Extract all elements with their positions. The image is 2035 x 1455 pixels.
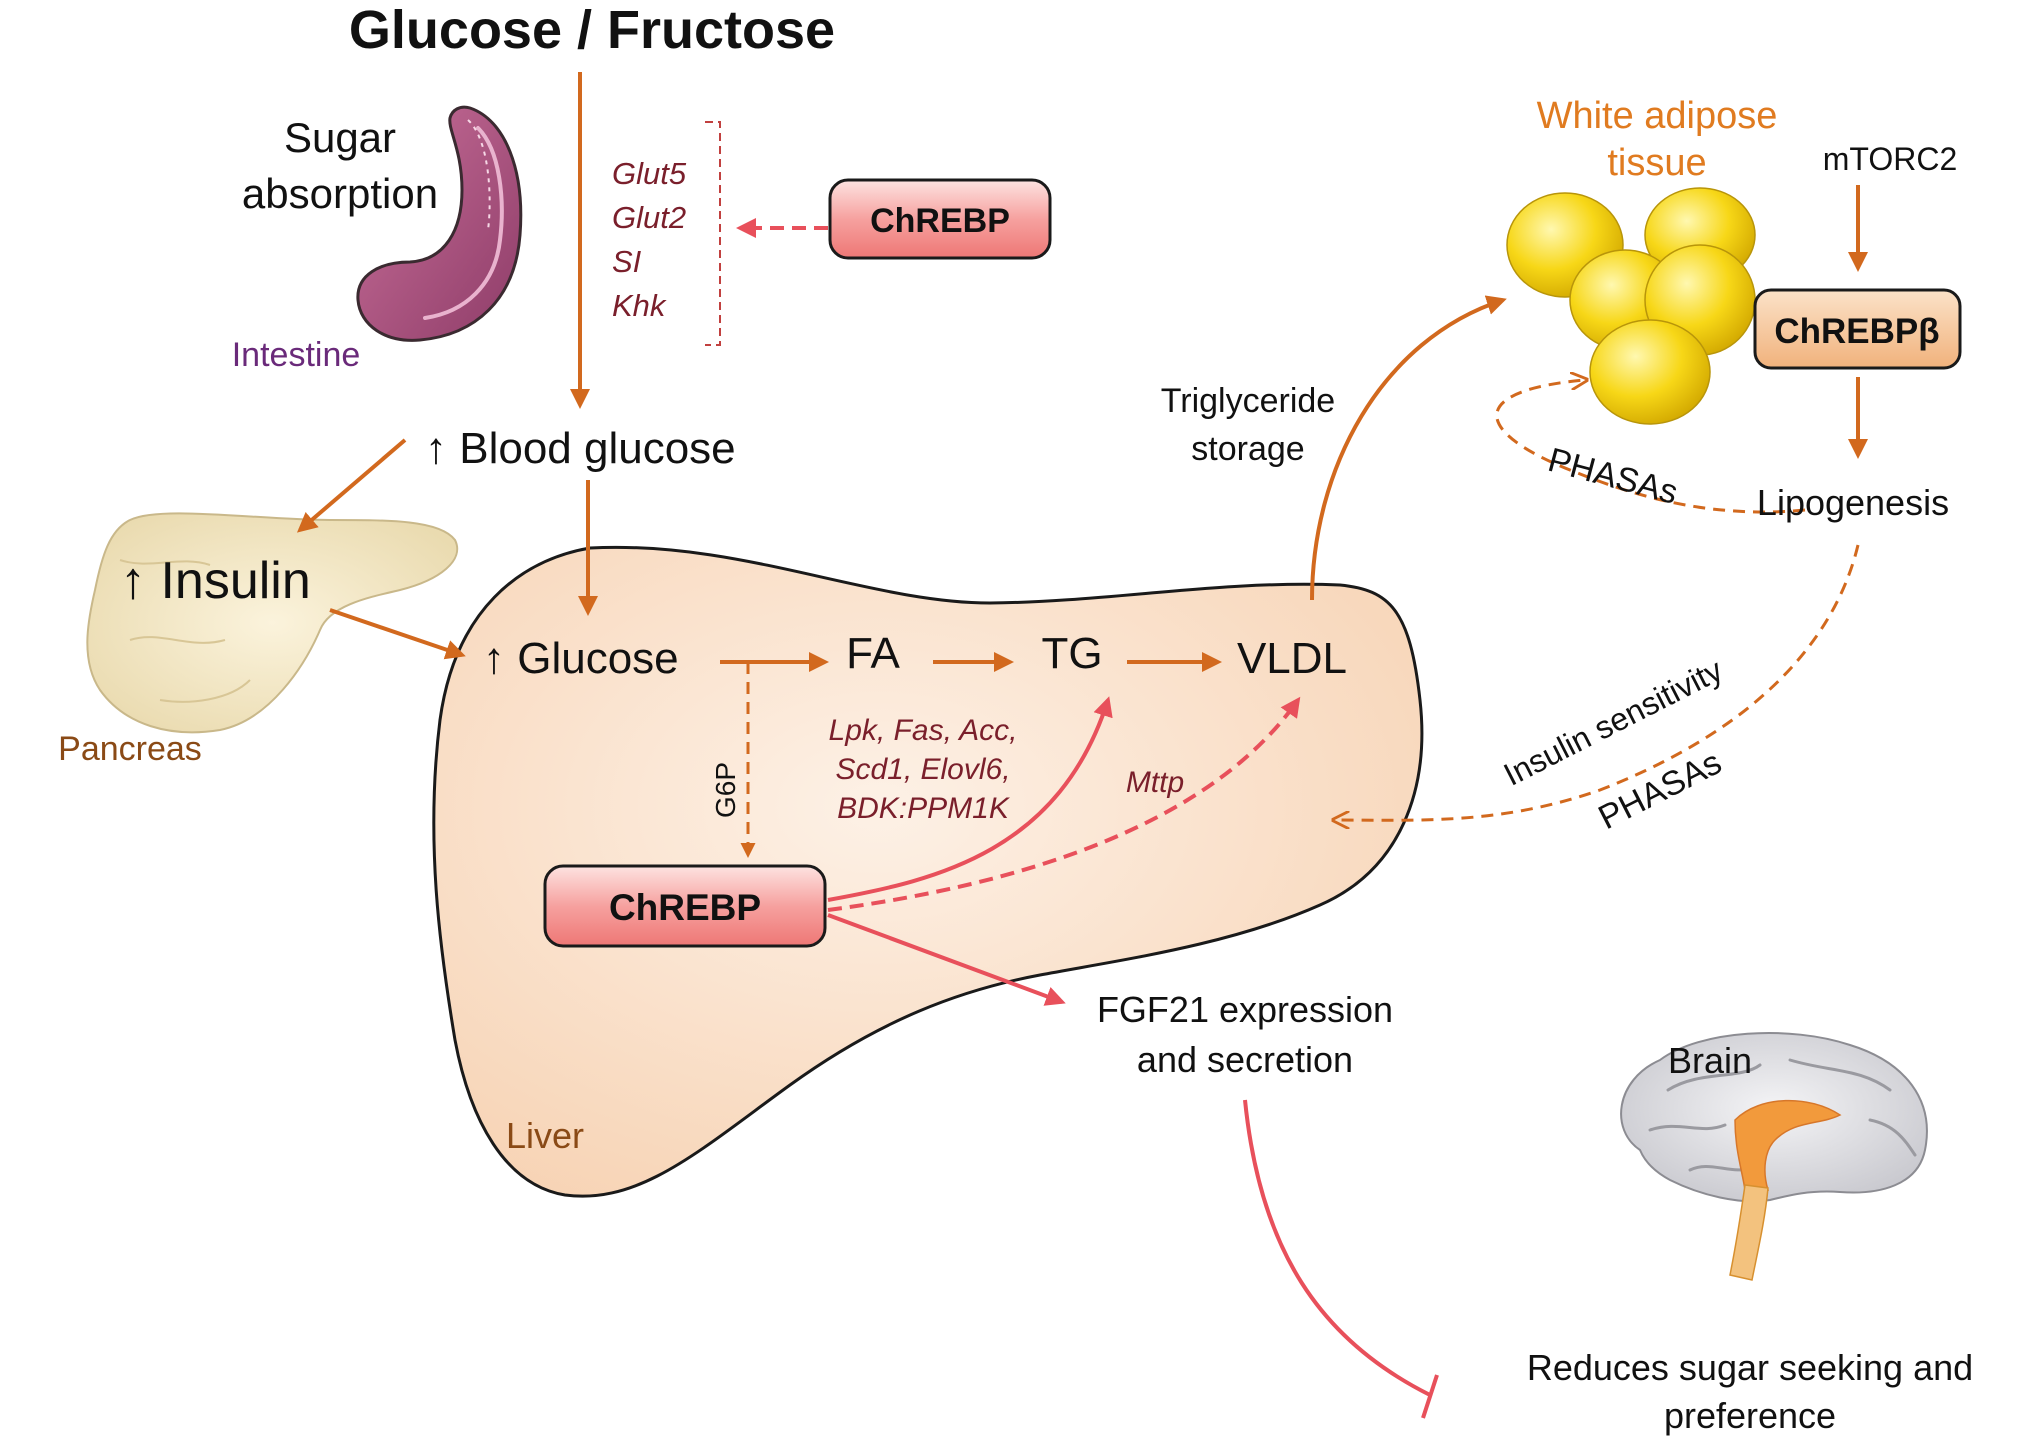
gene-khk: Khk: [612, 288, 667, 323]
chrebp-liver-box: ChREBP: [543, 864, 827, 948]
brain-illustration: [1620, 1032, 1928, 1281]
pancreas-illustration: [86, 512, 458, 734]
arrow-chrebp-to-tg: [827, 696, 1113, 902]
inhibition-fgf21-to-sugar-preference: [1243, 1099, 1431, 1397]
intestine-label: Intestine: [232, 336, 361, 374]
mttp-label: Mttp: [1126, 766, 1184, 799]
activation-arrows: [296, 72, 1868, 672]
inhibition-bar: [1421, 1374, 1439, 1419]
insulin-label: ↑ Insulin: [120, 552, 311, 610]
chrebp-arrows: [736, 218, 1439, 1419]
sugar-absorption-line1: Sugar: [284, 114, 396, 161]
fa-label: FA: [846, 629, 900, 678]
blood-glucose-label: ↑ Blood glucose: [425, 424, 736, 473]
gene-glut2: Glut2: [612, 200, 686, 235]
chrebp-intestine-box: ChREBP: [828, 178, 1052, 260]
intestine-illustration: [356, 105, 523, 342]
chrebp-liver-label: ChREBP: [609, 887, 761, 928]
white-adipose-line1: White adipose: [1537, 95, 1778, 137]
chrebp-beta-label: ChREBPβ: [1774, 312, 1939, 351]
g6p-label: G6P: [710, 762, 741, 818]
diagram-title: Glucose / Fructose: [349, 0, 835, 60]
vldl-label: VLDL: [1237, 634, 1347, 683]
gene-si: SI: [612, 244, 642, 279]
arrow-lipogenesis-to-adipose-phasas: [1495, 380, 1806, 514]
brain-label: Brain: [1668, 1040, 1752, 1081]
white-adipose-line2: tissue: [1607, 142, 1706, 184]
dashed-activation-arrows: [724, 380, 1860, 858]
phasas-bottom-label: PHASAs: [1592, 743, 1727, 837]
lipogenic-genes-line3: BDK:PPM1K: [837, 792, 1011, 825]
tg-storage-line2: storage: [1191, 430, 1304, 468]
tg-label: TG: [1041, 629, 1102, 678]
lipogenesis-label: Lipogenesis: [1757, 482, 1949, 523]
fgf21-line1: FGF21 expression: [1097, 989, 1393, 1030]
arrow-lipogenesis-to-liver-phasas: [1335, 544, 1860, 820]
gene-bracket: [705, 121, 721, 346]
sugar-seeking-line2: preference: [1664, 1395, 1836, 1436]
adipocyte-cluster: [1506, 187, 1756, 425]
tg-storage-line1: Triglyceride: [1161, 382, 1335, 420]
liver-shape: [432, 545, 1424, 1198]
chrebp-intestine-label: ChREBP: [870, 202, 1010, 240]
arrow-vldl-to-adipose: [1310, 295, 1507, 601]
sugar-absorption-line2: absorption: [242, 170, 438, 217]
chrebp-beta-box: ChREBPβ: [1753, 288, 1962, 370]
lipogenic-genes-line1: Lpk, Fas, Acc,: [829, 714, 1018, 747]
arrow-chrebp-to-vldl: [827, 696, 1301, 912]
arrow-insulin-to-liver-glucose: [329, 608, 466, 660]
sugar-seeking-line1: Reduces sugar seeking and: [1527, 1347, 1973, 1388]
pancreas-label: Pancreas: [58, 730, 202, 768]
lipogenic-genes-line2: Scd1, Elovl6,: [835, 753, 1010, 786]
fgf21-line2: and secretion: [1137, 1039, 1353, 1080]
phasas-top-label: PHASAs: [1544, 441, 1682, 512]
liver-label: Liver: [506, 1115, 584, 1156]
arrow-blood-glucose-to-pancreas: [296, 438, 407, 533]
mtorc2-label: mTORC2: [1823, 141, 1958, 177]
arrow-chrebp-to-fgf21: [827, 913, 1066, 1006]
liver-glucose-label: ↑ Glucose: [483, 634, 679, 683]
gene-glut5: Glut5: [612, 156, 687, 191]
